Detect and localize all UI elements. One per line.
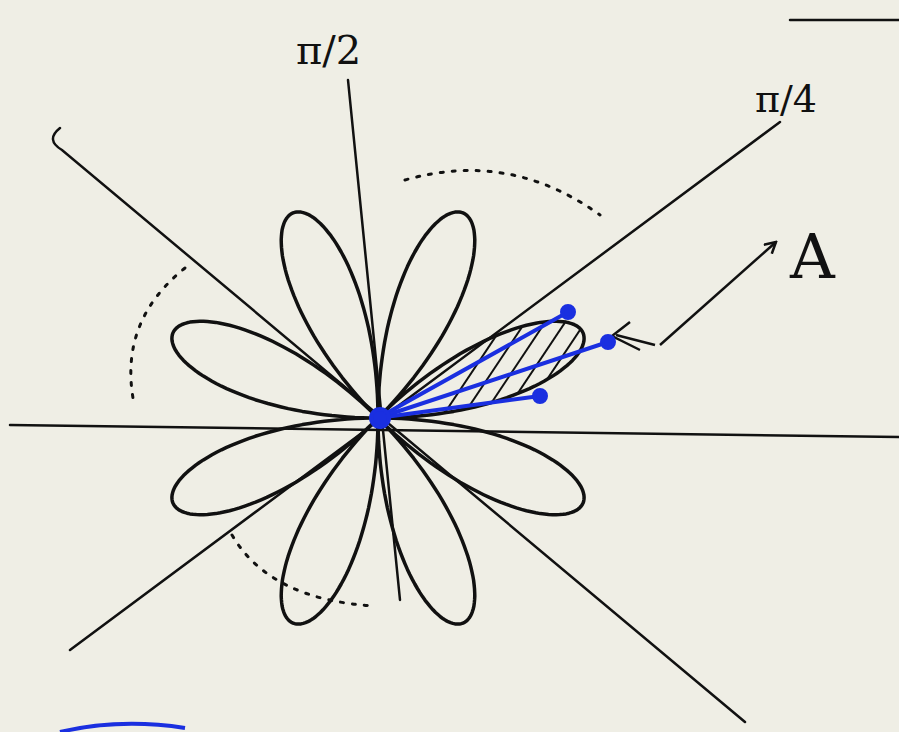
blue-radii: [371, 306, 614, 427]
blue-arc: [60, 724, 185, 732]
hatching: [440, 300, 640, 420]
axis-label: A: [790, 226, 835, 288]
axis-label: π/4: [755, 80, 817, 118]
diagonal-axis: [53, 128, 745, 722]
axes: [10, 20, 899, 722]
rose-curve: [172, 212, 584, 624]
rotation-arcs: [131, 171, 600, 606]
arrow-head: [612, 322, 640, 350]
horizontal-axis: [10, 425, 899, 437]
diagonal-axis: [70, 122, 780, 650]
axis-label: π/2: [296, 30, 361, 70]
stroke: [790, 19, 899, 22]
leader-arrow: [660, 242, 776, 345]
